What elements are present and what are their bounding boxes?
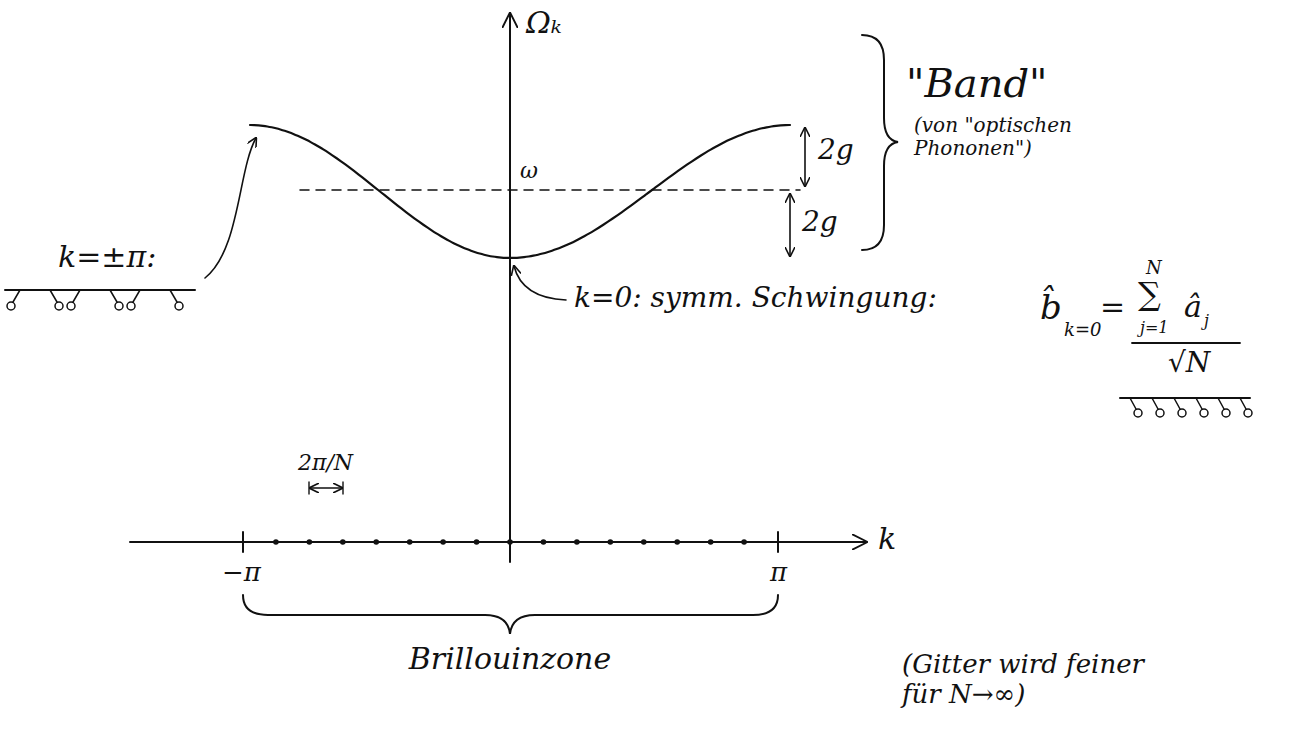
pendulum-rod (1174, 398, 1180, 409)
label: â (1184, 290, 1202, 325)
chain-line (1120, 397, 1250, 399)
k-point (507, 539, 513, 545)
pendulum-rod (1218, 398, 1224, 409)
label: −π (222, 558, 261, 588)
pendulum-rod (1152, 398, 1158, 409)
pendulum-rod (50, 290, 57, 302)
label: "Band" (906, 60, 1047, 106)
k-point (541, 539, 547, 545)
label: j (1204, 312, 1209, 330)
leader-arrow (205, 138, 256, 278)
label: (Gitter wird feiner für N→∞) (902, 650, 1152, 710)
omega-axis (509, 14, 511, 562)
label: ∑ (1138, 276, 1161, 313)
pendulum-bob (127, 302, 135, 310)
band-brace (862, 35, 898, 250)
label: Ωₖ (526, 6, 562, 41)
k-point (407, 539, 413, 545)
pendulum-rod (110, 290, 117, 302)
k-point (474, 539, 480, 545)
omega-level (300, 189, 800, 191)
k-point (373, 539, 379, 545)
k-point (608, 539, 614, 545)
pendulum-rod (133, 290, 140, 302)
pendulum-rod (73, 290, 80, 302)
label: = (1100, 290, 1125, 325)
label: √N (1168, 347, 1210, 379)
k-point (440, 539, 446, 545)
pendulum-bob (1178, 409, 1186, 417)
width-arrow (789, 194, 791, 256)
leader-arrow (514, 266, 566, 300)
fraction-bar (1132, 342, 1240, 344)
label: 2g (802, 206, 838, 238)
pendulum-chain (1130, 398, 1252, 417)
k-point (641, 539, 647, 545)
k-points (273, 539, 747, 545)
pendulum-bob (1222, 409, 1230, 417)
label: k=±π: (58, 240, 156, 275)
brillouin-brace (243, 595, 778, 634)
pendulum-bob (55, 302, 63, 310)
k-point (340, 539, 346, 545)
label: k=0: symm. Schwingung: (574, 282, 937, 314)
pendulum-rod (170, 290, 177, 302)
chain-line (5, 289, 195, 291)
pendulum-bob (1244, 409, 1252, 417)
label: b̂ (1040, 288, 1062, 327)
pendulum-bob (175, 302, 183, 310)
label: ω (520, 158, 538, 183)
spacing-arrow (310, 487, 342, 488)
label: 2π/N (298, 450, 353, 475)
pendulum-bob (7, 302, 15, 310)
dispersion-curve (250, 125, 790, 258)
k-point (273, 539, 279, 545)
label: (von "optischen Phononen") (914, 114, 1099, 160)
pendulum-rod (1240, 398, 1246, 409)
k-point (574, 539, 580, 545)
pendulum-bob (1200, 409, 1208, 417)
label: j=1 (1140, 319, 1169, 337)
label: π (770, 558, 787, 588)
pendulum-bob (67, 302, 75, 310)
pendulum-rod (13, 290, 20, 302)
k-point (307, 539, 313, 545)
pendulum-bob (1134, 409, 1142, 417)
label: Brillouinzone (409, 642, 611, 677)
pendulum-rod (1130, 398, 1136, 409)
width-arrow (804, 128, 806, 186)
pendulum-bob (115, 302, 123, 310)
label: k=0 (1064, 320, 1101, 341)
label: 2g (818, 134, 854, 166)
axis-tick (242, 532, 244, 552)
k-axis (130, 541, 866, 543)
k-point (741, 539, 747, 545)
k-point (708, 539, 714, 545)
axis-tick (777, 532, 779, 552)
pendulum-chain (7, 290, 183, 310)
pendulum-bob (1156, 409, 1164, 417)
pendulum-rod (1196, 398, 1202, 409)
k-point (674, 539, 680, 545)
label: k (878, 522, 896, 557)
